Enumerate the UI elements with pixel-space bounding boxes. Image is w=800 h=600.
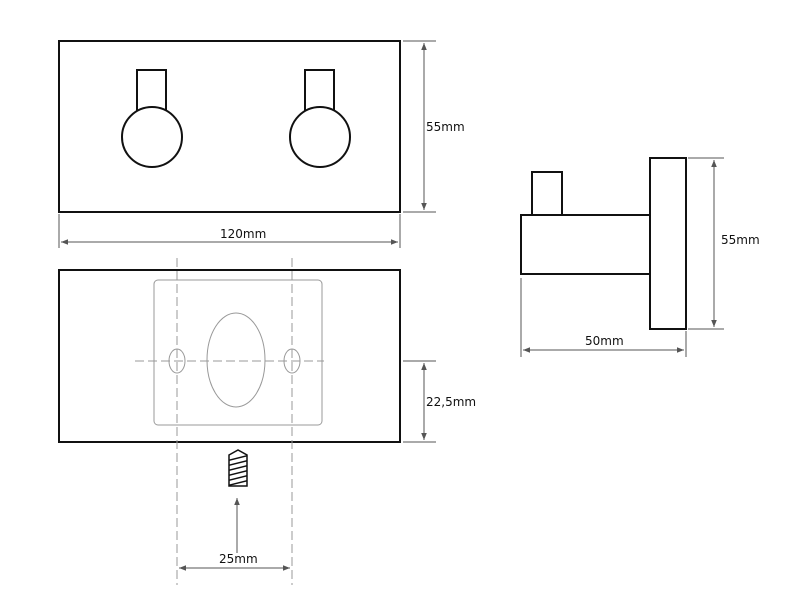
hook-right-knob xyxy=(289,106,351,168)
front-view: 55mm 120mm xyxy=(58,40,465,248)
front-plate xyxy=(58,40,401,213)
hole-spacing-dimension: 25mm xyxy=(179,552,290,571)
side-height-label: 55mm xyxy=(721,233,760,247)
side-depth-dimension: 50mm xyxy=(520,278,687,357)
back-plate xyxy=(58,269,401,443)
side-view: 55mm 50mm xyxy=(520,157,760,357)
center-lines xyxy=(135,258,324,585)
hook-right-stem xyxy=(304,69,335,113)
side-depth-label: 50mm xyxy=(585,334,624,348)
mounting-bracket xyxy=(153,279,323,426)
side-height-dimension: 55mm xyxy=(688,157,760,330)
back-view: 22,5mm 25mm xyxy=(58,258,476,585)
front-width-label: 120mm xyxy=(220,227,266,241)
side-hook-arm xyxy=(520,214,652,275)
hook-left-stem xyxy=(136,69,167,113)
back-offset-dimension: 22,5mm xyxy=(403,360,476,443)
front-height-label: 55mm xyxy=(426,120,465,134)
side-base-plate xyxy=(649,157,687,330)
back-offset-label: 22,5mm xyxy=(426,395,476,409)
center-opening xyxy=(206,312,266,408)
side-hook-tip xyxy=(531,171,563,216)
screw xyxy=(228,449,248,487)
hole-spacing-label: 25mm xyxy=(219,552,258,566)
front-height-dimension: 55mm xyxy=(403,40,465,213)
hook-left-knob xyxy=(121,106,183,168)
front-width-dimension: 120mm xyxy=(58,214,401,248)
hook-left xyxy=(121,69,183,168)
hook-right xyxy=(289,69,351,168)
